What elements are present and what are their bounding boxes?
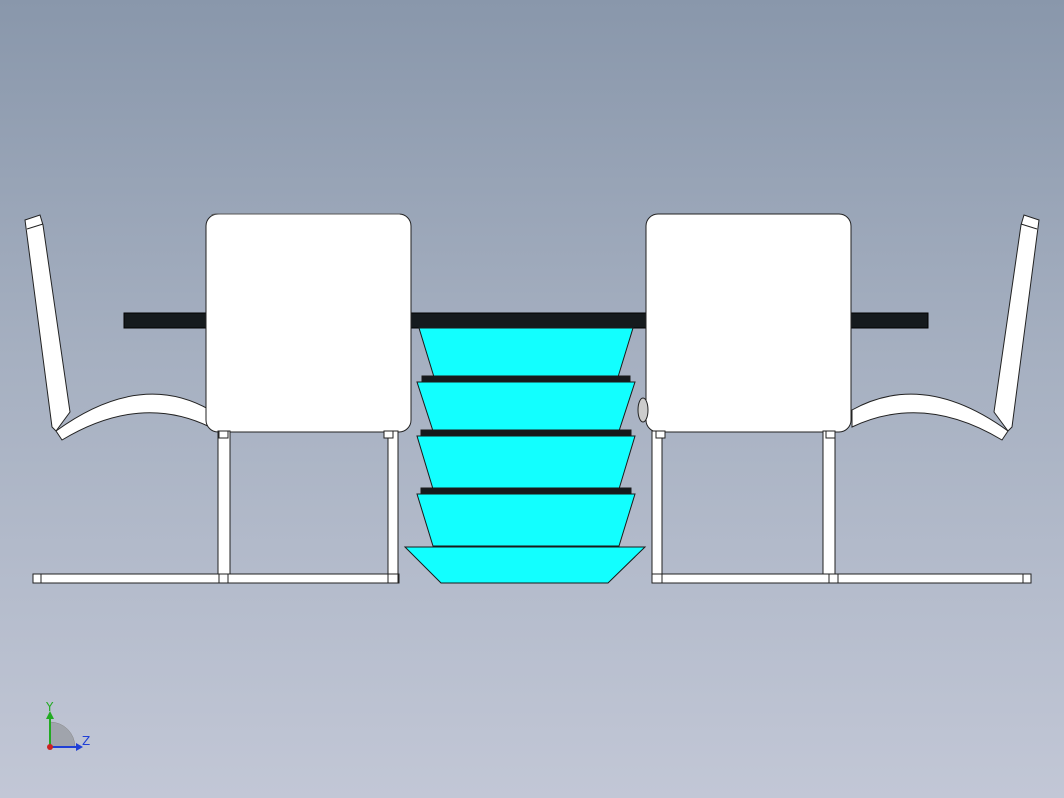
chair-right-seat — [851, 393, 1009, 441]
chair-right-front-view[interactable] — [637, 213, 852, 584]
chair-left-front-view[interactable] — [205, 213, 412, 584]
chair-right-back-leg — [822, 430, 836, 575]
chair-left-front-base — [218, 573, 400, 584]
chair-left-base-runner — [32, 573, 220, 584]
pedestal-base — [403, 327, 647, 584]
chair-right-front-back — [645, 213, 852, 433]
triad-plane — [49, 721, 76, 748]
chair-left-seat — [55, 393, 211, 441]
triad-y-arrow — [46, 711, 54, 719]
triad-z-label: Z — [82, 734, 90, 748]
pedestal-tier-2 — [416, 381, 636, 432]
chair-right-backrest — [993, 214, 1040, 432]
chair-right-front-leg — [651, 430, 663, 575]
chair-left-front-leg — [217, 430, 231, 575]
chair-right-base-runner — [837, 573, 1032, 584]
triad-origin — [47, 744, 53, 750]
pedestal-plate-1 — [421, 375, 631, 383]
chair-right-side-view[interactable] — [837, 214, 1040, 584]
chair-left-back-leg — [387, 430, 399, 575]
pedestal-plate-3 — [420, 487, 632, 495]
pedestal-tier-1 — [418, 327, 634, 378]
orientation-triad[interactable]: Y Z — [45, 700, 90, 751]
chair-right-knob — [637, 397, 649, 423]
pedestal-tier-3 — [416, 435, 636, 490]
pedestal-tier-4 — [416, 493, 636, 547]
chair-left-backrest — [24, 214, 71, 432]
chair-left-side-view[interactable] — [24, 214, 220, 584]
chair-left-front-back — [205, 213, 412, 433]
pedestal-plate-2 — [420, 429, 632, 437]
triad-z-arrow — [76, 743, 83, 751]
chair-right-front-base — [651, 573, 839, 584]
triad-y-label: Y — [45, 700, 54, 714]
pedestal-footing — [403, 546, 647, 584]
